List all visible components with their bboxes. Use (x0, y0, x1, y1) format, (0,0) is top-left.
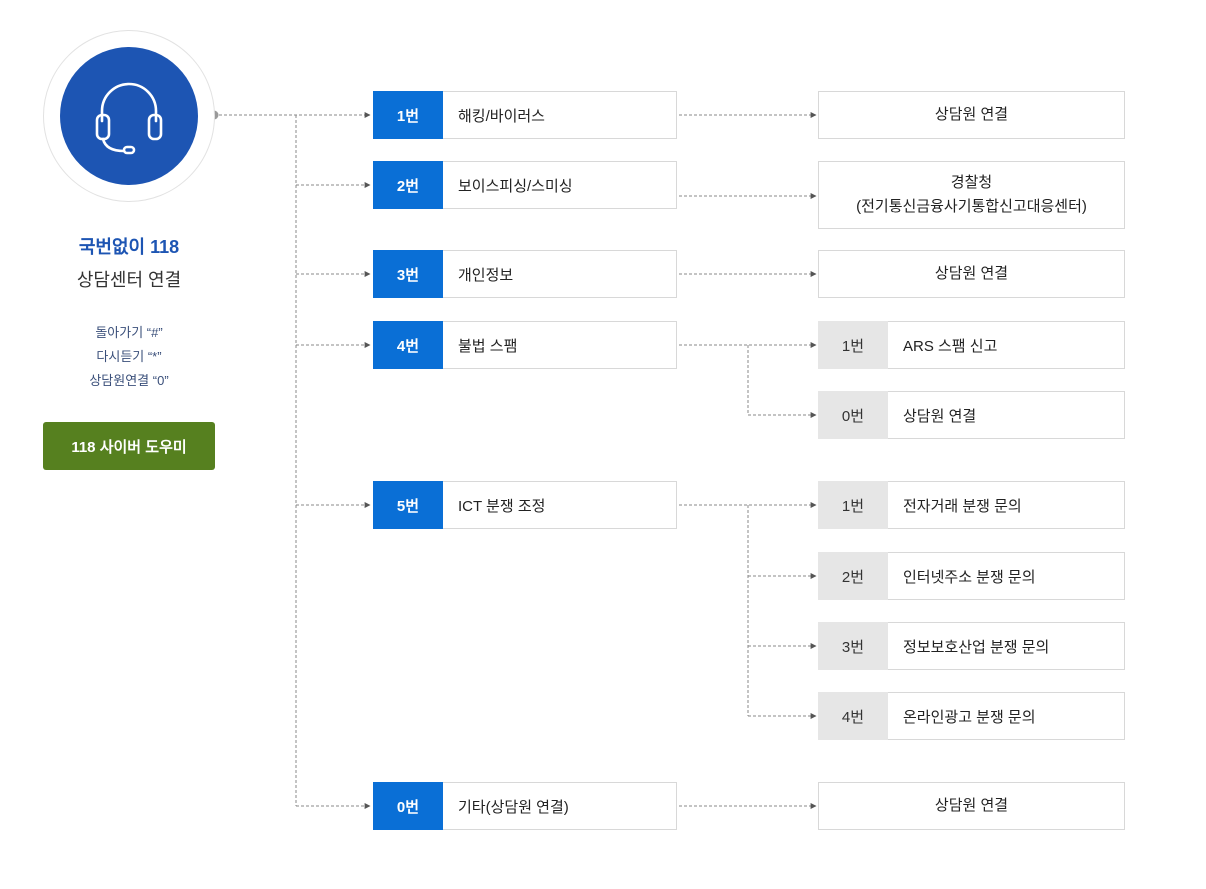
sub-number: 1번 (818, 481, 888, 529)
cyber-helper-button[interactable]: 118 사이버 도우미 (43, 422, 215, 470)
menu-number: 4번 (373, 321, 443, 369)
sub-label: 정보보호산업 분쟁 문의 (903, 638, 1050, 656)
sub-label: ARS 스팸 신고 (903, 337, 998, 355)
hint-agent: 상담원연결 “0” (89, 373, 169, 388)
sub-number: 2번 (818, 552, 888, 600)
menu-option-4[interactable]: 4번 불법 스팸 (373, 321, 677, 369)
spam-sub-option-0[interactable]: 0번 상담원 연결 (818, 391, 1125, 439)
hint-replay: 다시듣기 “*” (96, 349, 162, 364)
hint-back: 돌아가기 “#” (95, 325, 163, 340)
ict-sub-option-1[interactable]: 1번 전자거래 분쟁 문의 (818, 481, 1125, 529)
sub-number: 4번 (818, 692, 888, 740)
menu-number: 3번 (373, 250, 443, 298)
menu-label: 보이스피싱/스미싱 (458, 177, 573, 195)
ict-sub-option-4[interactable]: 4번 온라인광고 분쟁 문의 (818, 692, 1125, 740)
menu-label: ICT 분쟁 조정 (458, 497, 546, 515)
menu-number: 0번 (373, 782, 443, 830)
menu-number: 5번 (373, 481, 443, 529)
menu-option-2[interactable]: 2번 보이스피싱/스미싱 (373, 161, 677, 209)
sub-number: 3번 (818, 622, 888, 670)
destination-police: 경찰청 (전기통신금융사기통합신고대응센터) (818, 161, 1125, 229)
ict-sub-option-3[interactable]: 3번 정보보호산업 분쟁 문의 (818, 622, 1125, 670)
menu-number: 2번 (373, 161, 443, 209)
menu-option-0[interactable]: 0번 기타(상담원 연결) (373, 782, 677, 830)
destination-agent-1: 상담원 연결 (818, 91, 1125, 139)
menu-option-1[interactable]: 1번 해킹/바이러스 (373, 91, 677, 139)
menu-label: 개인정보 (458, 266, 514, 284)
sub-label: 온라인광고 분쟁 문의 (903, 708, 1036, 726)
menu-label: 기타(상담원 연결) (458, 798, 569, 816)
hotline-subtitle: 상담센터 연결 (76, 270, 182, 290)
spam-sub-option-1[interactable]: 1번 ARS 스팸 신고 (818, 321, 1125, 369)
headset-icon (95, 82, 163, 155)
sub-label: 인터넷주소 분쟁 문의 (903, 568, 1036, 586)
menu-option-5[interactable]: 5번 ICT 분쟁 조정 (373, 481, 677, 529)
headset-circle (60, 47, 198, 185)
menu-number: 1번 (373, 91, 443, 139)
destination-agent-0: 상담원 연결 (818, 782, 1125, 830)
destination-police-center: (전기통신금융사기통합신고대응센터) (856, 198, 1087, 215)
ict-sub-option-2[interactable]: 2번 인터넷주소 분쟁 문의 (818, 552, 1125, 600)
menu-label: 해킹/바이러스 (458, 107, 545, 125)
sub-label: 상담원 연결 (903, 407, 977, 425)
sub-number: 1번 (818, 321, 888, 369)
sub-label: 전자거래 분쟁 문의 (903, 497, 1022, 515)
menu-option-3[interactable]: 3번 개인정보 (373, 250, 677, 298)
sub-number: 0번 (818, 391, 888, 439)
menu-label: 불법 스팸 (458, 337, 518, 355)
hotline-title: 국번없이 118 (78, 237, 180, 257)
destination-police-name: 경찰청 (950, 174, 993, 191)
destination-agent-3: 상담원 연결 (818, 250, 1125, 298)
